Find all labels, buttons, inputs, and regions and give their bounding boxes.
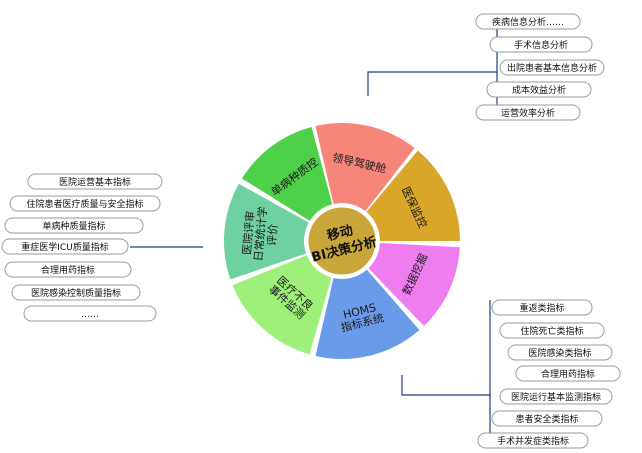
indicator-pill [23,305,157,322]
hub-circle [305,204,379,278]
indicator-label: 患者安全类指标 [515,413,578,425]
segment-leader [315,122,415,212]
indicator-pill [27,173,163,190]
indicator-pill [4,261,132,278]
hub: 移动 BI决策分析 [305,204,379,278]
indicator-pill [475,104,581,121]
indicator-pill [4,217,144,234]
indicator-pill [489,36,593,53]
indicator-pill [507,344,613,361]
indicator-pill [475,13,581,30]
left-indicator-list: 医院运营基本指标住院患者医疗质量与安全指标单病种质量指标重症医学ICU质量指标合… [1,173,163,322]
indicator-label: 单病种质量指标 [42,220,105,232]
segment-medical [366,150,460,241]
indicator-pill [486,81,592,98]
segment-mining [368,243,460,326]
indicator-label: 手术并发症类指标 [497,435,569,447]
indicator-pill [515,365,621,382]
indicator-label: 医院运营基本指标 [59,176,131,188]
wheel: 领导驾驶舱医保监控数据挖掘HOMS指标系统医疗不良事件监测医院评审日常统计学评价… [223,122,460,360]
indicator-label: 合理用药指标 [41,264,95,276]
segment-adverse [232,255,332,355]
indicator-label: 重返类指标 [519,302,564,314]
indicator-label: 住院患者医疗质量与安全指标 [26,198,143,210]
indicator-label: 医院运行基本监测指标 [511,391,601,403]
segment-label-review: 评价 [265,223,280,246]
bottom-right-indicator-list: 重返类指标住院死亡类指标医院感染类指标合理用药指标医院运行基本监测指标患者安全类… [477,299,621,449]
indicator-pill [9,195,161,212]
indicator-label: 医院感染类指标 [528,347,591,359]
indicator-pill [1,238,129,255]
segment-review [223,183,309,280]
connector-top-right [367,20,498,116]
indicator-pill [491,299,593,316]
segment-label-review: 日常统计学 [251,206,270,262]
indicator-label: 出院患者基本信息分析 [507,62,597,74]
connector-bottom-right [401,300,491,441]
segment-homs [315,269,420,360]
indicator-label: 成本效益分析 [512,84,566,96]
hub-title-line1: 移动 [326,222,355,244]
segment-label-review: 医院评审 [239,210,257,255]
indicator-label: 疾病信息分析…… [492,16,564,28]
connectors [130,20,498,441]
segment-disease [241,127,333,221]
indicator-label: 重症医学ICU质量指标 [21,241,109,253]
indicator-pill [11,284,141,301]
indicator-label: 运营效率分析 [501,107,555,119]
indicator-label: …… [81,310,99,320]
indicator-label: 住院死亡类指标 [520,325,583,337]
indicator-pill [499,322,605,339]
indicator-pill [491,410,603,427]
indicator-label: 医院感染控制质量指标 [31,287,121,299]
indicator-pill [499,388,613,405]
indicator-pill [499,59,605,76]
indicator-pill [477,432,589,449]
indicator-label: 合理用药指标 [541,368,595,380]
indicator-label: 手术信息分析 [514,39,568,51]
